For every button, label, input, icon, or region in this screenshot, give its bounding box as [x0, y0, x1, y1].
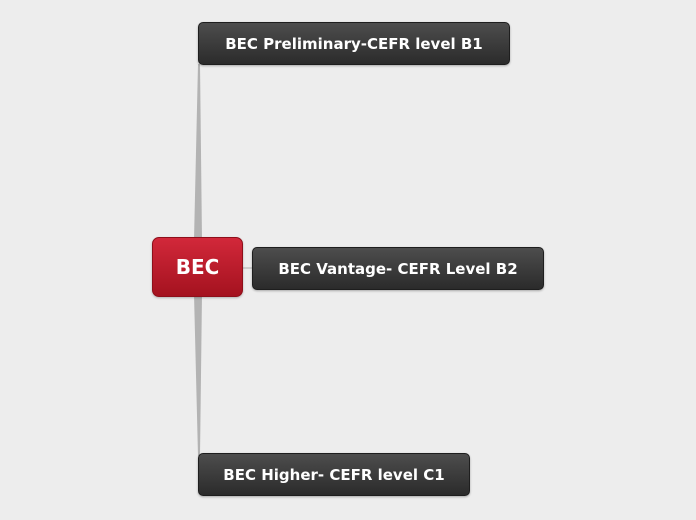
child-node-bec-preliminary[interactable]: BEC Preliminary-CEFR level B1	[198, 22, 510, 65]
root-node-label: BEC	[175, 255, 220, 279]
child-node-label: BEC Vantage- CEFR Level B2	[278, 259, 518, 278]
connector-root-to-preliminary	[194, 64, 202, 240]
child-node-bec-vantage[interactable]: BEC Vantage- CEFR Level B2	[252, 247, 544, 290]
child-node-bec-higher[interactable]: BEC Higher- CEFR level C1	[198, 453, 470, 496]
connector-root-to-higher	[194, 294, 202, 456]
child-node-label: BEC Higher- CEFR level C1	[223, 465, 445, 484]
root-node-bec[interactable]: BEC	[152, 237, 243, 297]
child-node-label: BEC Preliminary-CEFR level B1	[225, 34, 483, 53]
